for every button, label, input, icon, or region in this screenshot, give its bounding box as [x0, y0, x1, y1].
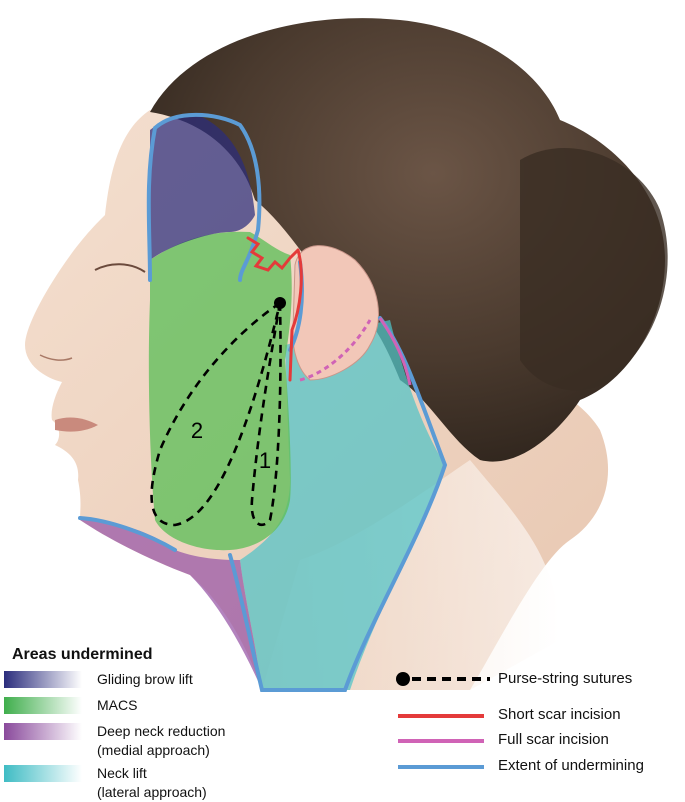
- full-scar-incision: [378, 317, 412, 386]
- eye: [94, 263, 146, 273]
- full-scar-dotted: [299, 319, 372, 382]
- nostril: [39, 354, 73, 361]
- legend-item-full-scar: Full scar incision: [394, 729, 684, 751]
- brow-label: Gliding brow lift: [97, 671, 193, 687]
- deep-neck-swatch: [4, 723, 82, 740]
- undermining-sample: [398, 765, 484, 769]
- short-scar-incision: [246, 236, 303, 382]
- neck-lift-swatch: [4, 765, 82, 782]
- full-scar-sample: [398, 739, 484, 743]
- hair-bun: [520, 148, 668, 391]
- macs-swatch: [4, 697, 82, 714]
- deep-neck-label-line2: (medial approach): [97, 742, 210, 758]
- brow-swatch: [4, 671, 82, 688]
- deep-neck-label: Deep neck reduction (medial approach): [97, 722, 225, 760]
- zone-brow: [150, 114, 255, 261]
- undermining-boundary: [78, 112, 448, 692]
- short-scar-label: Short scar incision: [498, 706, 621, 723]
- macs-label: MACS: [97, 697, 138, 713]
- legend-item-short-scar: Short scar incision: [394, 704, 684, 726]
- legend-item-undermining: Extent of undermining: [394, 755, 684, 777]
- neck-lift-label-line2: (lateral approach): [97, 784, 207, 800]
- undermining-label: Extent of undermining: [498, 757, 644, 774]
- sutures-label: Purse-string sutures: [498, 670, 633, 687]
- zone-macs: [148, 231, 292, 551]
- ear: [292, 245, 379, 381]
- neck-lift-label: Neck lift (lateral approach): [97, 764, 207, 802]
- suture-anchor-dot: [274, 297, 286, 309]
- legend-item-sutures: Purse-string sutures: [394, 668, 684, 690]
- zone-neck-lift: [240, 320, 445, 690]
- areas-legend-title: Areas undermined: [12, 646, 153, 663]
- full-scar-label: Full scar incision: [498, 731, 609, 748]
- zone-label-2: 2: [191, 418, 203, 443]
- zone-label-1: 1: [259, 448, 271, 473]
- lips: [55, 417, 98, 432]
- suture-sample: [396, 672, 490, 686]
- zone-deep-neck: [80, 518, 262, 690]
- neck-lift-label-line1: Neck lift: [97, 765, 147, 781]
- short-scar-sample: [398, 714, 484, 718]
- purse-string-sutures: [150, 301, 282, 527]
- deep-neck-label-line1: Deep neck reduction: [97, 723, 226, 739]
